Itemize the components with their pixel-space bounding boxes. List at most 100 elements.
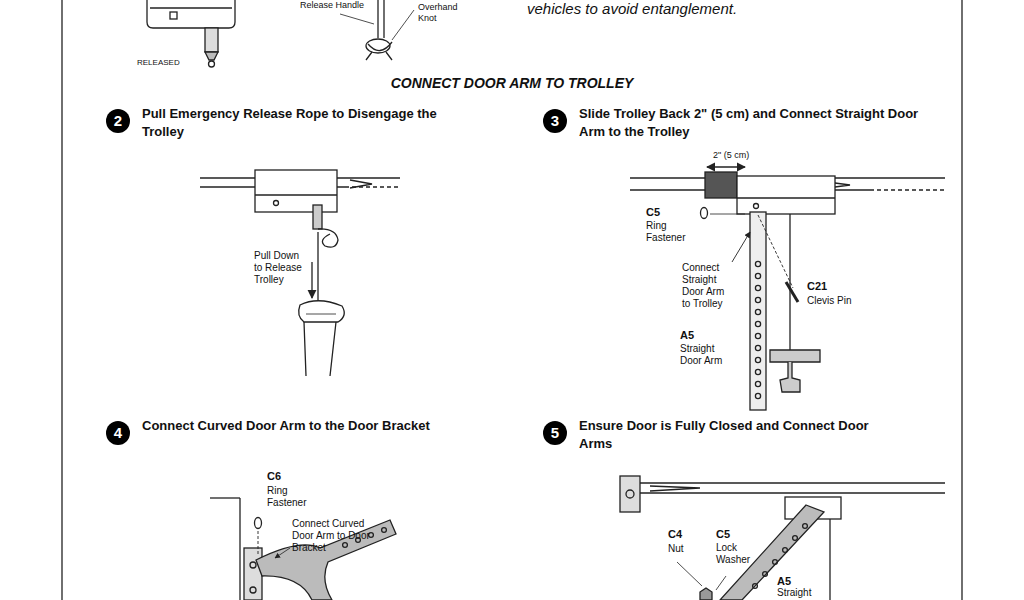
step-heading: Connect Curved Door Arm to the Door Brac… xyxy=(142,417,502,435)
released-handle-part xyxy=(170,12,177,19)
header-bracket xyxy=(620,476,640,512)
straight-door-arm-part xyxy=(755,321,760,326)
nut-and-washer-part xyxy=(700,588,712,600)
released-handle-part xyxy=(147,0,235,28)
curved-door-arm-part xyxy=(343,543,348,548)
hand-part xyxy=(304,322,336,376)
release-rope-part xyxy=(311,262,312,298)
trolley-part xyxy=(255,194,337,195)
header-bracket-part xyxy=(626,490,634,498)
step-heading: Slide Trolley Back 2" (5 cm) and Connect… xyxy=(579,105,945,141)
page-frame-part xyxy=(61,0,62,600)
door-bracket xyxy=(244,548,262,600)
released-handle-part xyxy=(150,7,232,8)
trolley-part xyxy=(829,519,830,600)
straight-door-arm-part xyxy=(755,333,760,338)
straight-door-arm-part xyxy=(763,572,768,577)
instruction-note: Connect Curved Door Arm to Door Bracket xyxy=(292,518,370,554)
rail-part xyxy=(640,492,945,493)
part-name: Nut xyxy=(668,543,684,555)
ring-fastener xyxy=(701,208,746,219)
overhand-knot-part xyxy=(383,0,384,38)
instruction-note: Pull Down to Release Trolley xyxy=(254,250,310,286)
release-rope-part xyxy=(770,350,820,362)
door-bracket-part xyxy=(250,587,256,593)
trolley-part xyxy=(313,205,322,229)
straight-door-arm-part xyxy=(755,393,760,398)
straight-door-arm-part xyxy=(755,369,760,374)
nut-and-washer-part xyxy=(677,562,702,586)
callout-number: C21 xyxy=(807,280,827,293)
trolley xyxy=(255,170,337,229)
straight-door-arm-part xyxy=(755,381,760,386)
dimension-arrow xyxy=(707,166,745,167)
step-number: 2 xyxy=(106,109,130,133)
release-rope-part xyxy=(317,232,318,302)
hand-part xyxy=(299,301,345,322)
page-frame-part xyxy=(961,0,962,600)
step-heading: Pull Emergency Release Rope to Disengage… xyxy=(142,105,472,141)
clevis-pin xyxy=(786,282,798,302)
leader-arrow xyxy=(732,215,793,288)
release-rope xyxy=(312,229,338,302)
part-name: Straight Door Arm xyxy=(680,343,735,367)
trolley-part xyxy=(705,172,737,198)
callout-number: A5 xyxy=(680,329,694,342)
step-number-circle: 3Slide Trolley Back 2" (5 cm) and Connec… xyxy=(543,109,567,133)
nut-and-washer xyxy=(677,562,726,600)
straight-door-arm-part xyxy=(750,212,766,410)
leader-arrow-part xyxy=(758,215,793,288)
overhand-knot-part xyxy=(392,10,414,40)
rail-part xyxy=(650,486,700,491)
door-bracket-part xyxy=(250,562,256,568)
door-edge xyxy=(210,498,240,600)
part-name: Overhand Knot xyxy=(418,2,468,24)
straight-door-arm-part xyxy=(755,297,760,302)
trolley-part xyxy=(737,176,835,214)
part-name: Lock Washer xyxy=(716,542,761,566)
part-name: Clevis Pin xyxy=(807,295,851,307)
ring-fastener-part xyxy=(701,208,708,219)
step-number-circle: 5Ensure Door is Fully Closed and Connect… xyxy=(543,421,567,445)
trolley-part xyxy=(274,201,279,206)
header-bracket-part xyxy=(620,476,640,512)
ring-fastener-part xyxy=(710,214,745,215)
trolley-part xyxy=(737,197,835,198)
release-rope-part xyxy=(318,229,338,247)
trolley-part xyxy=(255,170,337,212)
callout-number: C5 xyxy=(646,206,660,219)
callout-number: C5 xyxy=(716,528,730,541)
released-handle xyxy=(147,0,235,67)
door-edge-part xyxy=(239,498,240,600)
overhand-knot-part xyxy=(340,14,374,24)
released-handle-part xyxy=(209,61,215,67)
instruction-note: Connect Straight Door Arm to Trolley xyxy=(682,262,734,310)
ring-fastener xyxy=(255,518,262,557)
step-number: 4 xyxy=(106,421,130,445)
part-name: Release Handle xyxy=(300,0,364,11)
straight-door-arm-part xyxy=(755,357,760,362)
straight-door-arm-part xyxy=(755,261,760,266)
callout-number: A5 xyxy=(777,575,791,588)
release-rope-part xyxy=(780,362,800,392)
released-handle-part xyxy=(205,52,218,60)
hand-part xyxy=(306,314,336,315)
callout-number: C4 xyxy=(668,528,682,541)
overhand-knot-part xyxy=(377,0,378,38)
ring-fastener-part xyxy=(255,518,262,529)
part-name: Straight xyxy=(777,587,811,599)
curved-door-arm-part xyxy=(275,548,290,558)
curved-door-arm-part xyxy=(382,528,387,533)
leader-arrow-part xyxy=(732,232,750,262)
callout-number: C6 xyxy=(267,470,281,483)
section-title: CONNECT DOOR ARM TO TROLLEY xyxy=(0,75,1024,91)
straight-door-arm-part xyxy=(755,273,760,278)
straight-door-arm-part xyxy=(783,548,788,553)
straight-door-arm-part xyxy=(793,536,798,541)
step-number: 5 xyxy=(543,421,567,445)
rail xyxy=(640,483,945,493)
ring-fastener-part xyxy=(258,531,259,556)
trolley xyxy=(705,172,835,214)
door-edge-part xyxy=(210,497,240,498)
